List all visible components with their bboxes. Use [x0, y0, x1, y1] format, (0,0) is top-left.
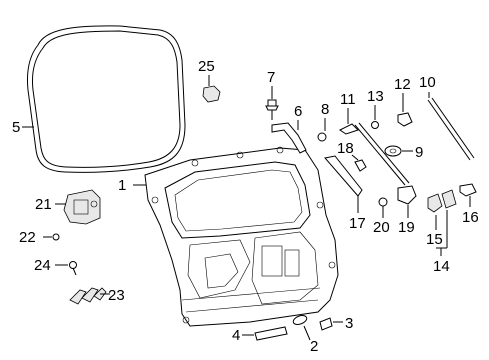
- strut-part-10: [427, 92, 475, 161]
- callout-4: 4: [232, 327, 240, 344]
- latch-part-12: [397, 93, 413, 127]
- clip-part-8: [317, 118, 327, 142]
- callout-24: 24: [34, 257, 51, 274]
- hinge-part-6: [271, 120, 307, 154]
- callout-21: 21: [35, 196, 52, 213]
- callout-11: 11: [340, 91, 356, 108]
- callout-14: 14: [433, 258, 450, 275]
- lock-actuator-21: [55, 189, 101, 225]
- callout-17: 17: [349, 215, 366, 232]
- bolt-part-7: [265, 86, 279, 120]
- bracket-part-16: [459, 183, 477, 207]
- bolt-part-24: [55, 261, 77, 276]
- callout-15: 15: [426, 231, 443, 248]
- fastener-part-13: [371, 105, 379, 129]
- callout-18: 18: [337, 140, 354, 157]
- callout-25: 25: [198, 58, 215, 75]
- plug-part-2: [292, 315, 311, 341]
- callout-23: 23: [108, 287, 125, 304]
- bracket-part-11: [339, 108, 359, 135]
- callout-5: 5: [12, 119, 20, 136]
- callout-2: 2: [310, 338, 318, 355]
- callout-7: 7: [267, 69, 275, 86]
- grommet-part-9: [384, 145, 413, 157]
- callout-20: 20: [373, 219, 390, 236]
- callout-12: 12: [394, 76, 411, 93]
- callout-13: 13: [367, 88, 384, 105]
- callout-10: 10: [419, 74, 436, 91]
- weatherstrip-seal: [22, 25, 186, 173]
- handle-part-4: [242, 326, 288, 341]
- clip-part-3: [319, 317, 343, 331]
- clips-part-23: [69, 287, 110, 305]
- callout-8: 8: [321, 101, 329, 118]
- callout-1: 1: [118, 177, 126, 194]
- callout-19: 19: [398, 219, 415, 236]
- clip-part-18: [351, 154, 367, 172]
- screw-part-20: [378, 197, 388, 218]
- channel-part-17: [324, 155, 363, 213]
- callout-22: 22: [19, 229, 36, 246]
- callout-6: 6: [294, 103, 302, 120]
- screw-part-22: [43, 233, 60, 241]
- callout-16: 16: [462, 209, 479, 226]
- bumper-part-25: [202, 75, 221, 103]
- liftgate-panel: [133, 146, 339, 327]
- hinge-parts-14-15: [427, 189, 457, 256]
- strut-assembly: [354, 122, 417, 218]
- callout-9: 9: [415, 144, 423, 161]
- callout-3: 3: [345, 315, 353, 332]
